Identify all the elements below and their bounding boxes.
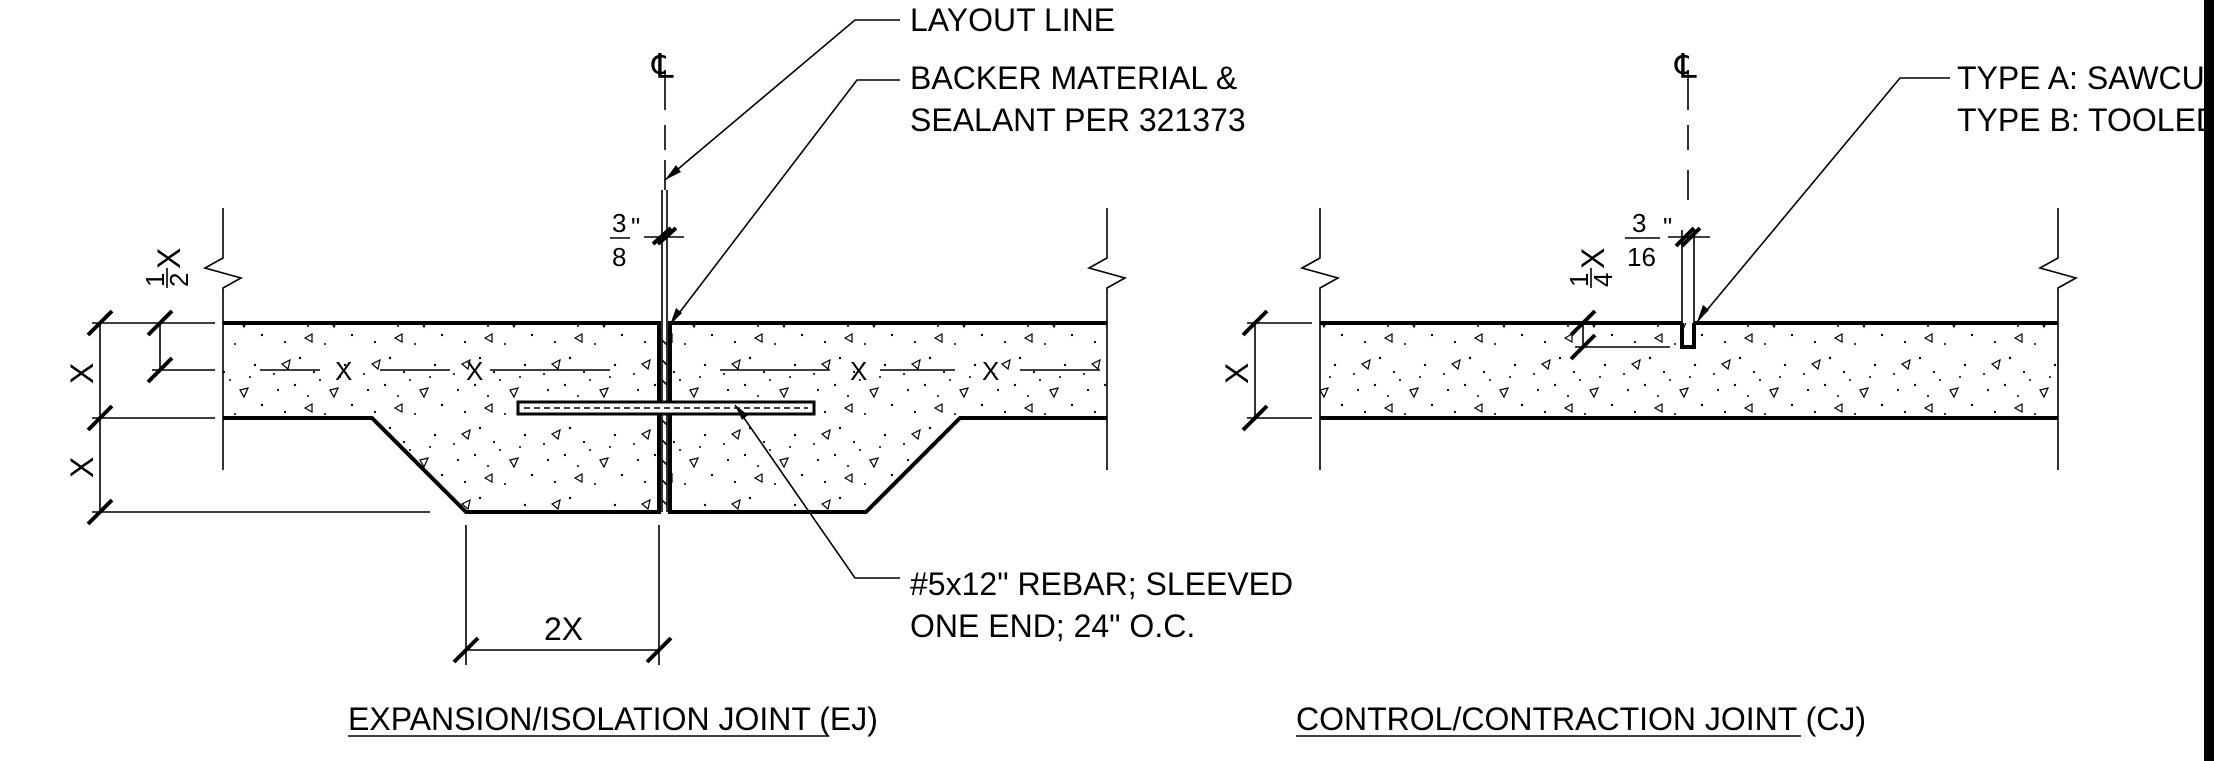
ej-layout-line-note: LAYOUT LINE xyxy=(910,2,1115,38)
ej-gap-unit: " xyxy=(631,212,640,242)
cj-quarter-var: X xyxy=(1575,248,1611,269)
ej-backer-note-line2: SEALANT PER 321373 xyxy=(910,102,1246,138)
cj-gap-denominator: 16 xyxy=(1627,242,1656,272)
cj-type-leader xyxy=(1696,77,1950,323)
ej-gap-numerator: 3 xyxy=(612,208,626,238)
ej-slab-dim-label: X xyxy=(64,363,100,384)
ej-gap-denominator: 8 xyxy=(612,242,626,272)
cj-left-dimensions: X 1 4 X xyxy=(1219,248,1670,432)
ej-title: EXPANSION/ISOLATION JOINT (EJ) xyxy=(348,701,878,737)
ej-leaders xyxy=(664,19,900,579)
ej-detail: X X X X ℄ 3 8 " X xyxy=(64,2,1293,737)
ej-x-mark-4: X xyxy=(982,356,999,386)
ej-thickened-dim-label: X xyxy=(64,457,100,478)
ej-right-break-line xyxy=(1086,208,1128,470)
ej-backer-note-line1: BACKER MATERIAL & xyxy=(910,60,1237,96)
cj-right-break-line xyxy=(2037,208,2079,470)
ej-rebar-note-line1: #5x12" REBAR; SLEEVED xyxy=(910,566,1293,602)
ej-centerline: ℄ xyxy=(651,48,674,190)
cj-gap-dimension: 3 16 " xyxy=(1625,208,1710,272)
ej-gap-dimension: 3 8 " xyxy=(610,208,684,272)
ej-rebar-arrow xyxy=(735,405,748,420)
cj-gap-unit: " xyxy=(1663,212,1672,242)
ej-x-mark-1: X xyxy=(335,356,352,386)
ej-width-dimension: 2X xyxy=(452,525,673,665)
ej-rebar-note-line2: ONE END; 24" O.C. xyxy=(910,608,1195,644)
ej-rebar xyxy=(516,400,816,416)
cj-slab-dim-label: X xyxy=(1219,363,1255,384)
ej-half-var: X xyxy=(151,248,187,269)
ej-layout-line-arrow xyxy=(665,165,681,180)
cj-sawcut-groove xyxy=(1680,323,1696,349)
cj-quarter-den: 4 xyxy=(1588,273,1618,287)
ej-backer-arrow xyxy=(670,308,682,325)
ej-half-num: 1 xyxy=(140,273,170,287)
cj-type-b-note: TYPE B: TOOLED xyxy=(1957,102,2214,138)
ej-centerline-symbol: ℄ xyxy=(651,48,674,86)
cj-gap-numerator: 3 xyxy=(1632,208,1646,238)
cj-detail: ℄ 3 16 " X 1 4 X xyxy=(1219,48,2214,737)
ej-width-dim-label: 2X xyxy=(544,611,583,647)
cj-type-a-note: TYPE A: SAWCUT xyxy=(1957,60,2214,96)
ej-left-break-line xyxy=(202,208,244,470)
ej-half-den: 2 xyxy=(164,273,194,287)
ej-x-mark-2: X xyxy=(466,356,483,386)
cj-title: CONTROL/CONTRACTION JOINT (CJ) xyxy=(1296,701,1866,737)
drawing-frame-border xyxy=(2204,0,2214,761)
cj-quarter-num: 1 xyxy=(1564,273,1594,287)
cj-left-break-line xyxy=(1299,208,1341,470)
cj-centerline-symbol: ℄ xyxy=(1674,48,1697,86)
cj-slab xyxy=(1320,323,2058,418)
ej-left-dimensions: X X 1 2 X xyxy=(64,248,430,526)
ej-x-mark-3: X xyxy=(850,356,867,386)
cj-type-arrow xyxy=(1697,305,1709,322)
cj-centerline: ℄ xyxy=(1674,48,1697,323)
